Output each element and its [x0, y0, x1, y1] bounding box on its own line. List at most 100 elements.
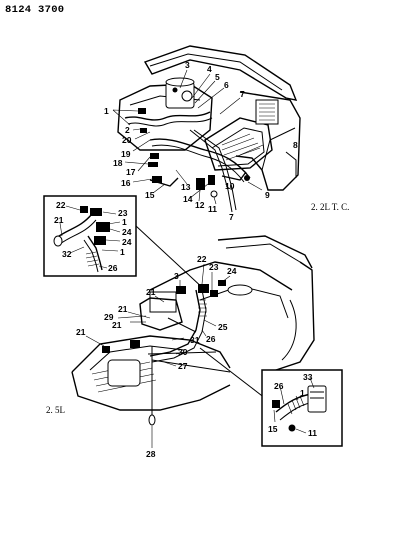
callout-a32: 32 — [62, 249, 72, 259]
callout-t14: 14 — [183, 194, 193, 204]
inset-detail-right — [261, 369, 343, 447]
callout-b23: 23 — [209, 262, 219, 272]
inset-fastener-11 — [288, 424, 296, 432]
callout-c15: 15 — [268, 424, 278, 434]
callout-t7b: 7 — [229, 212, 234, 222]
callout-t20: 20 — [122, 135, 132, 145]
line-30 — [147, 351, 217, 355]
line-27 — [151, 359, 231, 373]
hood-crease — [149, 53, 283, 91]
valve-14 — [208, 175, 215, 185]
callout-t2: 2 — [125, 125, 130, 135]
inset-right-leaders — [273, 377, 315, 434]
front-bumper — [71, 371, 231, 411]
inset-valve-24 — [96, 222, 110, 232]
fender-right — [269, 261, 315, 373]
fitting-1 — [138, 108, 146, 114]
callout-a1a: 1 — [122, 217, 127, 227]
callout-b28: 28 — [146, 449, 156, 459]
callout-b3: 3 — [174, 271, 179, 281]
inset-right-pointer — [199, 347, 271, 403]
callout-a24b: 24 — [122, 237, 132, 247]
fitting-b3 — [176, 286, 186, 294]
bracket-10 — [221, 171, 247, 181]
document-id: 8124 3700 — [5, 4, 65, 16]
callout-b25: 25 — [218, 322, 228, 332]
lead-hose-7-outline — [193, 129, 237, 211]
engine-block — [117, 83, 213, 151]
callout-t12: 12 — [195, 200, 205, 210]
mount-bracket — [139, 297, 183, 331]
inset-right-canister — [307, 385, 327, 413]
valve-b23 — [210, 290, 218, 297]
callout-a23: 23 — [118, 208, 128, 218]
clamp-16 — [152, 176, 162, 183]
engine-bay-top — [149, 261, 293, 291]
front-upper-edge — [71, 335, 231, 373]
radiator-core — [211, 127, 265, 167]
hose-upper-outline — [127, 117, 213, 127]
callout-t11: 11 — [208, 204, 217, 214]
callout-t1: 1 — [104, 106, 109, 116]
inset-left-leaders — [59, 205, 121, 269]
hose-lower — [149, 138, 251, 179]
callout-b26: 26 — [206, 334, 216, 344]
vent-slats — [259, 103, 275, 121]
engine-label-upper: 2. 2L T. C. — [311, 202, 350, 212]
inset-right-coil — [287, 395, 305, 415]
fitting-3 — [172, 87, 178, 93]
fender-arch — [281, 299, 297, 361]
callout-t9: 9 — [265, 190, 270, 200]
strut-cap — [227, 284, 253, 296]
inset-hose-a-outline — [59, 219, 97, 245]
callout-b21a: 21 — [146, 287, 156, 297]
inset-clamp-23 — [90, 208, 102, 216]
cowl-line-inner — [225, 243, 301, 263]
lower-leader-lines — [85, 263, 231, 448]
valve-b22 — [198, 284, 209, 293]
fastener-10 — [244, 175, 250, 181]
inset-coil-26 — [85, 251, 100, 267]
callout-b30: 30 — [178, 347, 188, 357]
fitting-b24 — [218, 280, 226, 286]
hose-run-main-outline — [151, 289, 207, 363]
callout-c26: 26 — [274, 381, 284, 391]
fastener-11 — [210, 190, 218, 198]
callout-b21d: 21 — [76, 327, 86, 337]
upper-engine-bay-drawing — [112, 45, 301, 213]
hood-edge — [144, 61, 153, 75]
callout-b21c: 21 — [112, 320, 122, 330]
callout-t10: 10 — [225, 181, 235, 191]
grille-top — [89, 345, 185, 371]
callout-a26: 26 — [108, 263, 118, 273]
callout-b27: 27 — [178, 361, 188, 371]
callout-t7a: 7 — [240, 89, 245, 99]
inset-clamp-15 — [272, 400, 280, 408]
cowl-line — [217, 235, 313, 269]
right-fender — [235, 91, 301, 191]
hood-panel — [143, 45, 298, 101]
callout-c33: 33 — [303, 372, 313, 382]
radiator-support — [204, 117, 273, 171]
callout-t3: 3 — [185, 60, 190, 70]
callout-t17: 17 — [126, 167, 136, 177]
callout-t5: 5 — [215, 72, 220, 82]
fill-cap — [181, 90, 193, 102]
clamp-18 — [148, 162, 158, 167]
bracket-15 — [149, 177, 179, 187]
fitting-2 — [140, 128, 147, 133]
strut-tower — [199, 285, 289, 319]
radiator-fins — [221, 133, 261, 161]
engine-label-lower: 2. 5L — [46, 405, 65, 415]
callout-b31: 31 — [190, 335, 200, 345]
inset-detail-left — [43, 195, 206, 291]
callout-t16: 16 — [121, 178, 131, 188]
callout-t6: 6 — [224, 80, 229, 90]
callout-t19: 19 — [121, 149, 131, 159]
valve-12 — [196, 178, 205, 190]
callout-b21b: 21 — [118, 304, 128, 314]
hose-upper — [124, 111, 211, 121]
callout-a21: 21 — [54, 215, 64, 225]
callout-numbers: 1 2 3 4 5 6 7 7 8 9 10 11 12 13 14 15 16… — [54, 60, 317, 459]
